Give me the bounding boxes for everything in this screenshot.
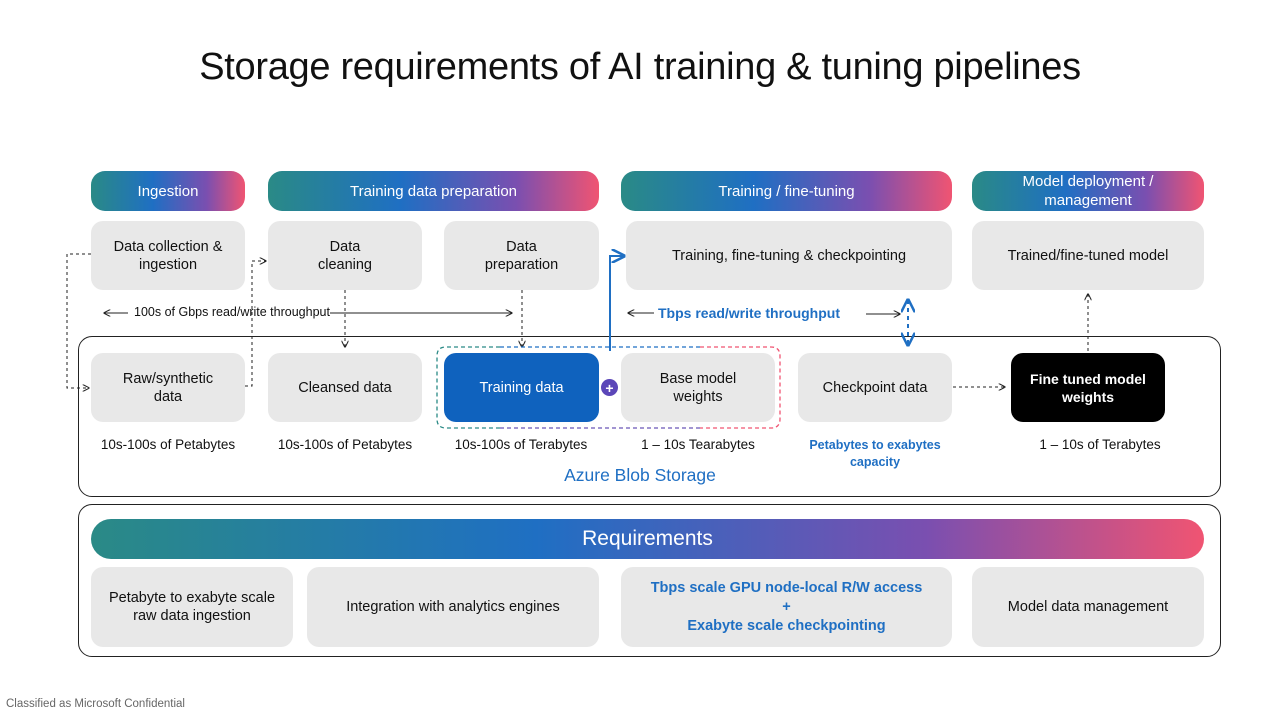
requirements-panel — [78, 504, 1221, 657]
stage-header-prep: Training data preparation — [268, 171, 599, 211]
size-checkpoint: Petabytes to exabytes capacity — [809, 438, 941, 469]
size-fine-tuned: 1 – 10s of Terabytes — [1039, 437, 1161, 452]
size-cleansed: 10s-100s of Petabytes — [277, 437, 413, 452]
data-raw-synthetic: Raw/synthetic data — [91, 353, 245, 422]
req-gpu-checkpointing: Tbps scale GPU node-local R/W access + E… — [621, 567, 952, 647]
azure-blob-storage-panel — [78, 336, 1221, 497]
classification-footer: Classified as Microsoft Confidential — [6, 698, 185, 710]
data-checkpoint: Checkpoint data — [798, 353, 952, 422]
data-training: Training data — [444, 353, 599, 422]
process-training: Training, fine-tuning & checkpointing — [626, 221, 952, 290]
process-data-cleaning: Data cleaning — [268, 221, 422, 290]
data-fine-tuned-weights: Fine tuned model weights — [1011, 353, 1165, 422]
process-trained-model: Trained/fine-tuned model — [972, 221, 1204, 290]
req-plus-text: + — [782, 598, 791, 615]
size-raw: 10s-100s of Petabytes — [100, 437, 236, 452]
stage-header-training: Training / fine-tuning — [621, 171, 952, 211]
stage-header-ingestion: Ingestion — [91, 171, 245, 211]
plus-icon: + — [601, 379, 618, 396]
azure-blob-storage-label: Azure Blob Storage — [564, 465, 716, 485]
stage-header-deployment: Model deployment / management — [972, 171, 1204, 211]
tbps-throughput-label: Tbps read/write throughput — [658, 305, 840, 321]
process-data-collection: Data collection & ingestion — [91, 221, 245, 290]
data-cleansed: Cleansed data — [268, 353, 422, 422]
req-checkpointing-text: Exabyte scale checkpointing — [687, 617, 886, 634]
size-base-weights: 1 – 10s Tearabytes — [641, 437, 755, 452]
req-model-data-management: Model data management — [972, 567, 1204, 647]
process-data-preparation: Data preparation — [444, 221, 599, 290]
size-training: 10s-100s of Terabytes — [454, 437, 588, 452]
req-gpu-access-text: Tbps scale GPU node-local R/W access — [650, 579, 923, 596]
req-analytics-integration: Integration with analytics engines — [307, 567, 599, 647]
req-raw-data-ingestion: Petabyte to exabyte scale raw data inges… — [91, 567, 293, 647]
data-base-model-weights: Base model weights — [621, 353, 775, 422]
requirements-header: Requirements — [91, 519, 1204, 559]
gbps-throughput-label: 100s of Gbps read/write throughput — [130, 305, 334, 319]
page-title: Storage requirements of AI training & tu… — [199, 46, 1081, 88]
